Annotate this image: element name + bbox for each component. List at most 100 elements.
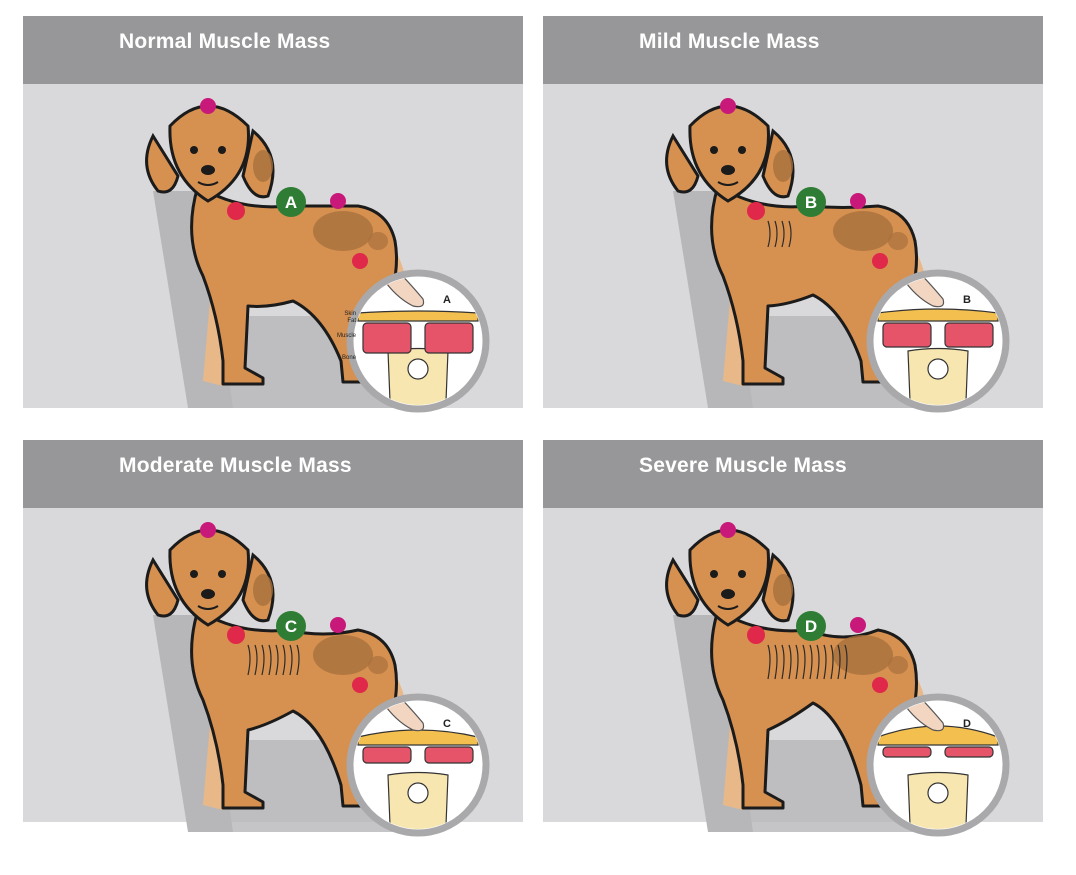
inset-anatomy-label: Fat — [347, 318, 356, 324]
eye — [738, 570, 746, 578]
rib-line — [795, 644, 799, 680]
panel-header: Normal Muscle Mass — [23, 16, 523, 84]
muscle-left — [882, 322, 932, 348]
magnifier-inset-icon — [346, 693, 490, 837]
panel-header: Mild Muscle Mass — [543, 16, 1043, 84]
rib-line — [275, 644, 279, 676]
rib-line — [844, 644, 848, 680]
rib-line — [781, 220, 785, 248]
inset-label: C — [443, 718, 451, 730]
dog-head — [688, 528, 770, 627]
hip-shading — [313, 211, 373, 251]
left-ear — [665, 556, 700, 618]
eye — [190, 146, 198, 154]
spine-marker-label: B — [805, 193, 817, 212]
mouth — [197, 605, 219, 610]
spinal-canal — [407, 358, 429, 380]
rib-line — [261, 644, 265, 676]
ear-shading — [773, 574, 793, 606]
hip-marker — [872, 253, 888, 269]
head-marker — [200, 98, 216, 114]
rib-line — [809, 644, 813, 680]
cross-section — [357, 277, 479, 405]
eye — [218, 146, 226, 154]
mouth — [197, 181, 219, 186]
shoulder-marker — [747, 202, 765, 220]
nose — [201, 165, 215, 175]
spine-marker — [796, 187, 826, 217]
fat-layer — [877, 308, 999, 322]
muscle-right — [944, 746, 994, 758]
spine-marker — [796, 611, 826, 641]
inset-anatomy-label: Muscle — [337, 333, 357, 339]
inset-label: B — [963, 294, 971, 306]
rib-line — [788, 644, 792, 680]
cross-section — [357, 701, 479, 829]
shoulder-marker — [747, 626, 765, 644]
finger-icon — [377, 277, 425, 308]
left-ear — [145, 132, 180, 194]
rib-line — [268, 644, 272, 676]
scene-group: BB — [665, 98, 1010, 413]
left-ear — [145, 556, 180, 618]
ear-shading — [253, 150, 273, 182]
head-marker — [720, 522, 736, 538]
rib-line — [816, 644, 820, 680]
rib-line — [830, 644, 834, 680]
rib-line — [254, 644, 258, 676]
hip-marker — [872, 677, 888, 693]
inset-label: D — [963, 718, 971, 730]
hip-marker — [352, 677, 368, 693]
rib-line — [781, 644, 785, 680]
dog-head — [168, 528, 250, 627]
hip-marker — [352, 253, 368, 269]
hip-shading — [888, 656, 908, 674]
finger-icon — [897, 277, 945, 308]
hip-shading — [888, 232, 908, 250]
rib-line — [802, 644, 806, 680]
scene-group: DD — [665, 522, 1010, 837]
muscle-left — [362, 322, 412, 354]
panel-title: Normal Muscle Mass — [119, 30, 331, 53]
hip-shading — [313, 635, 373, 675]
inset-anatomy-label: Skin — [344, 311, 356, 317]
muscle-right — [424, 746, 474, 764]
spine-marker-label: D — [805, 617, 817, 636]
spine-marker — [276, 187, 306, 217]
rib-line — [823, 644, 827, 680]
rib-line — [774, 644, 778, 680]
fat-layer — [357, 310, 479, 322]
dog-head — [688, 104, 770, 203]
rib-line — [296, 644, 300, 676]
finger-icon — [377, 701, 425, 732]
rib-line — [289, 644, 293, 676]
nose — [721, 589, 735, 599]
back-marker — [330, 617, 346, 633]
magnifier-inset-icon — [866, 269, 1010, 413]
magnifier-inset-icon — [346, 269, 490, 413]
dog-illustration: DD — [665, 522, 1010, 837]
panel-header: Severe Muscle Mass — [543, 440, 1043, 508]
panel-header: Moderate Muscle Mass — [23, 440, 523, 508]
cross-section — [877, 277, 999, 405]
dog-illustration: BB — [665, 98, 1010, 413]
rib-line — [282, 644, 286, 676]
muscle-right — [944, 322, 994, 348]
hip-shading — [368, 656, 388, 674]
left-ear — [665, 132, 700, 194]
shoulder-marker — [227, 626, 245, 644]
eye — [218, 570, 226, 578]
hip-shading — [833, 635, 893, 675]
rib-line — [767, 220, 771, 248]
head-marker — [720, 98, 736, 114]
scene-group: CC — [145, 522, 490, 837]
ear-shading — [253, 574, 273, 606]
mouth — [717, 605, 739, 610]
rib-line — [767, 644, 771, 680]
muscle-left — [362, 746, 412, 764]
